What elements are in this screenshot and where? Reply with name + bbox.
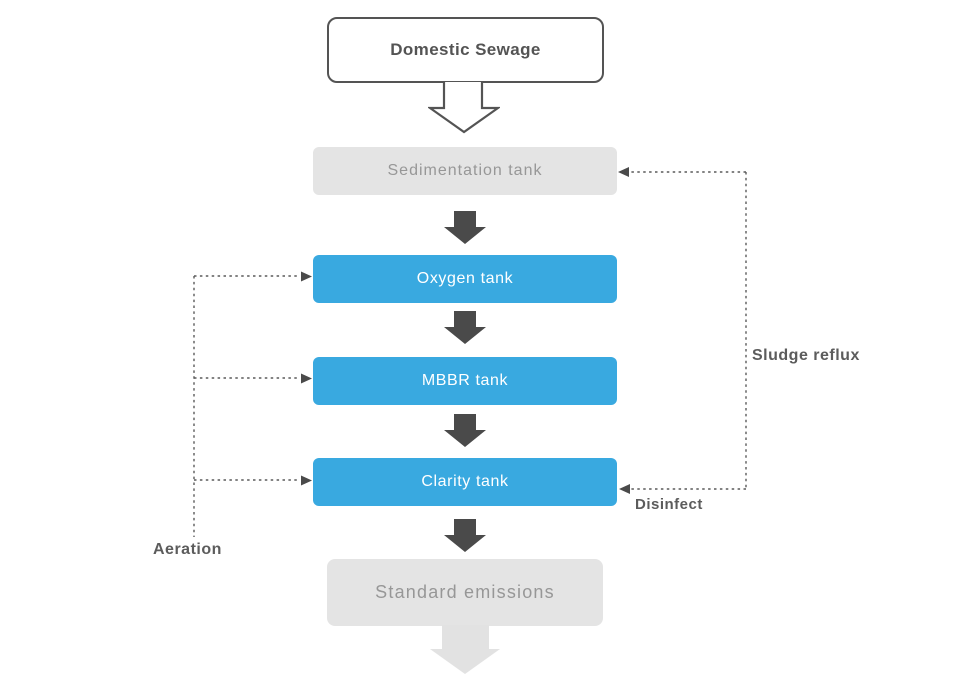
arrowhead-right-icon [301,475,312,486]
node-clarity-tank: Clarity tank [313,458,617,506]
node-domestic-sewage-label: Domestic Sewage [390,40,541,59]
node-sedimentation-tank: Sedimentation tank [313,147,617,195]
light-down-arrow-icon [430,625,500,674]
outline-down-arrow-icon [428,82,500,134]
down-arrow-icon [444,519,486,552]
arrowhead-right-icon [301,373,312,384]
down-arrow-icon [444,211,486,244]
down-arrow-icon [444,414,486,447]
node-domestic-sewage: Domestic Sewage [327,17,604,83]
node-oxygen-tank-label: Oxygen tank [416,270,514,287]
node-standard-emissions-label: Standard emissions [375,582,555,602]
node-mbbr-tank-label: MBBR tank [421,372,509,389]
node-mbbr-tank: MBBR tank [313,357,617,405]
arrowhead-left-icon [618,167,629,177]
arrowhead-left-icon [619,484,630,494]
sludge-reflux-label: Sludge reflux [752,347,860,364]
node-clarity-tank-label: Clarity tank [421,473,509,490]
arrowhead-right-icon [301,271,312,282]
node-sedimentation-tank-label: Sedimentation tank [387,162,543,179]
node-oxygen-tank: Oxygen tank [313,255,617,303]
down-arrow-icon [444,311,486,344]
node-standard-emissions: Standard emissions [327,559,603,626]
disinfect-label: Disinfect [635,496,703,513]
aeration-label: Aeration [153,541,222,558]
